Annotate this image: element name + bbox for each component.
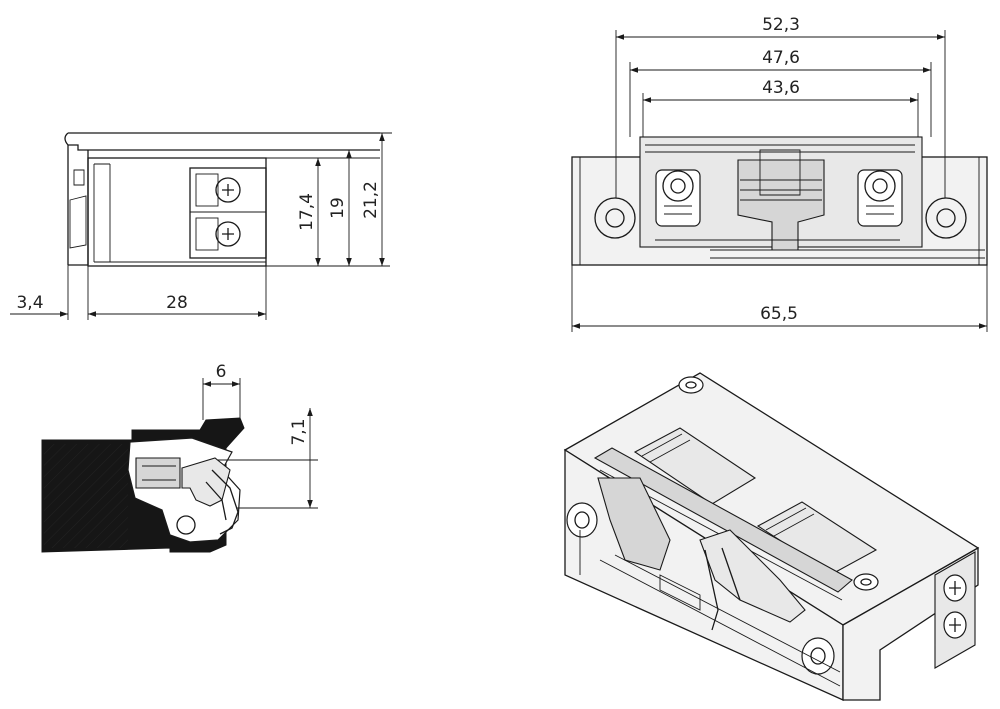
front-view: 52,3 47,6 43,6 65,5 bbox=[571, 15, 988, 332]
hex-socket-screw-icon bbox=[857, 169, 903, 227]
mounting-hole-right bbox=[925, 197, 967, 239]
screw-icon bbox=[943, 611, 967, 639]
dim-inner-width: 43,6 bbox=[762, 78, 800, 98]
dim-total-height: 21,2 bbox=[361, 181, 381, 219]
isometric-view bbox=[563, 372, 980, 702]
dim-depth: 28 bbox=[166, 293, 188, 313]
dim-latch-height: 7,1 bbox=[289, 418, 309, 445]
screw-icon bbox=[678, 376, 704, 394]
screw-icon bbox=[943, 574, 967, 602]
dim-terminal-height: 17,4 bbox=[297, 193, 317, 231]
screw-icon bbox=[853, 573, 879, 591]
side-view: 28 3,4 17,4 19 21,2 bbox=[10, 132, 392, 320]
dim-outer-width: 52,3 bbox=[762, 15, 800, 35]
dim-body-height: 19 bbox=[328, 197, 348, 219]
dim-depth-offset: 3,4 bbox=[16, 293, 43, 313]
section-view: 6 7,1 bbox=[41, 362, 318, 553]
hex-socket-screw-icon bbox=[655, 169, 701, 227]
mounting-hole-left bbox=[594, 197, 636, 239]
dim-latch-width: 6 bbox=[216, 362, 227, 382]
screw-icon bbox=[215, 221, 241, 247]
dim-mid-width: 47,6 bbox=[762, 48, 800, 68]
screw-icon bbox=[566, 502, 598, 538]
dim-faceplate-length: 65,5 bbox=[760, 304, 798, 324]
screw-icon bbox=[215, 177, 241, 203]
